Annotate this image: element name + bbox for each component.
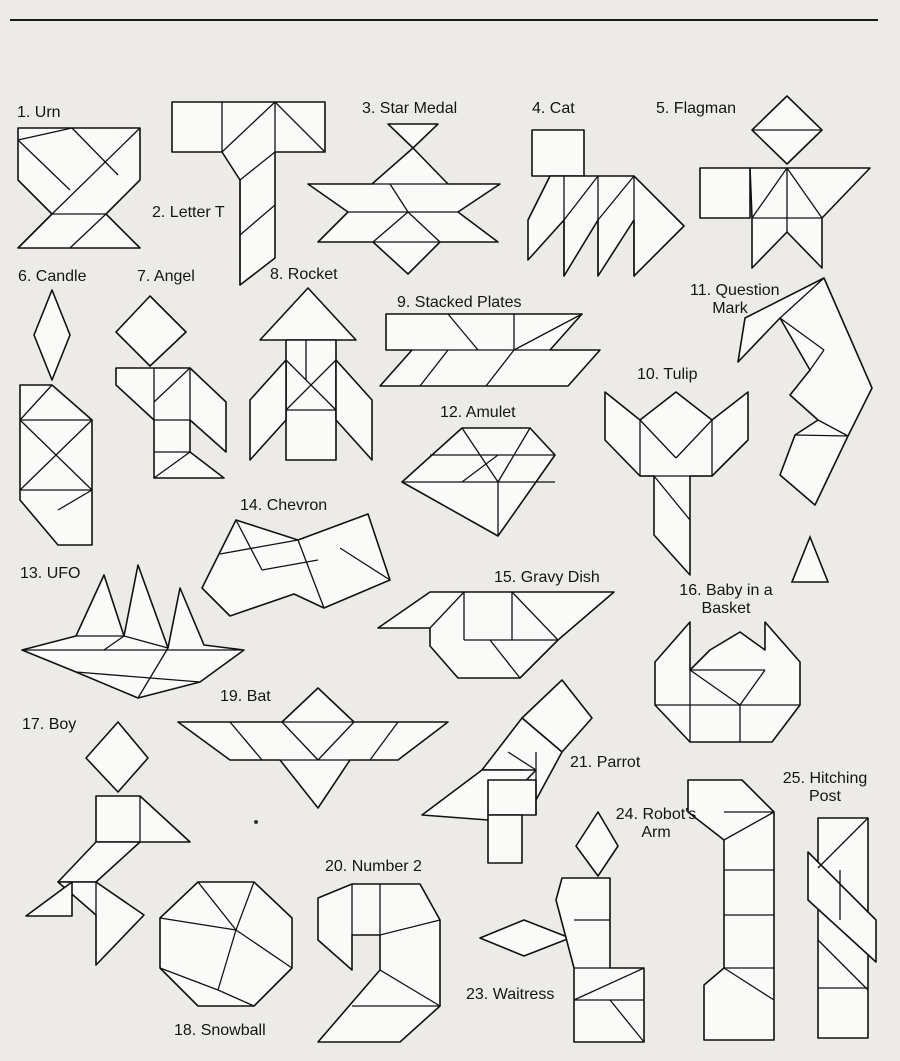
figure-rocket xyxy=(249,287,373,461)
label-snowball: 18. Snowball xyxy=(174,1022,266,1039)
label-tulip: 10. Tulip xyxy=(637,366,698,383)
figure-letter-t xyxy=(171,101,326,286)
figure-tulip-leaf xyxy=(790,534,830,583)
figure-bat xyxy=(177,687,449,809)
figure-hitching-post xyxy=(807,817,877,1039)
figure-robots-arm xyxy=(687,779,775,1041)
label-ufo: 13. UFO xyxy=(20,565,81,582)
figure-waitress xyxy=(479,811,645,1043)
label-robots-arm-line2: Arm xyxy=(641,824,671,841)
label-chevron: 14. Chevron xyxy=(240,497,328,514)
label-amulet: 12. Amulet xyxy=(440,404,516,421)
label-robots-arm: 24. Robot's Arm xyxy=(606,806,706,842)
label-waitress: 23. Waitress xyxy=(466,986,555,1003)
label-question-mark-line2: Mark xyxy=(712,300,748,317)
figure-urn xyxy=(17,127,141,249)
label-flagman: 5. Flagman xyxy=(656,100,737,117)
label-letter-t: 2. Letter T xyxy=(152,204,225,221)
figure-chevron xyxy=(201,513,391,617)
label-stacked-plates: 9. Stacked Plates xyxy=(397,294,522,311)
label-robots-arm-line1: 24. Robot's xyxy=(615,806,697,823)
figure-number-2 xyxy=(317,883,441,1043)
label-boy: 17. Boy xyxy=(22,716,77,733)
figure-star-medal xyxy=(307,123,501,275)
figure-flagman xyxy=(699,95,871,269)
figure-amulet xyxy=(401,427,556,537)
figure-candle xyxy=(19,289,93,546)
label-hitching-post-line1: 25. Hitching xyxy=(782,770,868,787)
label-baby-in-basket: 16. Baby in a Basket xyxy=(666,582,786,618)
label-angel: 7. Angel xyxy=(137,268,195,285)
label-number-2: 20. Number 2 xyxy=(325,858,422,875)
label-star-medal: 3. Star Medal xyxy=(362,100,458,117)
label-question-mark-line1: 11. Question xyxy=(690,282,780,299)
label-bat: 19. Bat xyxy=(220,688,271,705)
label-candle: 6. Candle xyxy=(18,268,87,285)
label-cat: 4. Cat xyxy=(532,100,575,117)
figure-stacked-plates xyxy=(379,313,601,387)
label-baby-in-basket-line2: Basket xyxy=(701,600,751,617)
label-hitching-post: 25. Hitching Post xyxy=(770,770,880,806)
stray-dot xyxy=(254,820,258,824)
figure-tulip xyxy=(604,391,749,576)
label-gravy-dish: 15. Gravy Dish xyxy=(494,569,600,586)
figure-parrot xyxy=(421,679,593,864)
figure-snowball xyxy=(159,881,293,1007)
label-urn: 1. Urn xyxy=(17,104,61,121)
label-hitching-post-line2: Post xyxy=(808,788,841,805)
top-rule xyxy=(10,19,878,21)
label-parrot: 21. Parrot xyxy=(570,754,641,771)
label-rocket: 8. Rocket xyxy=(270,266,338,283)
label-baby-in-basket-line1: 16. Baby in a xyxy=(679,582,773,599)
figure-angel xyxy=(115,295,227,479)
label-question-mark: 11. Question Mark xyxy=(690,282,780,318)
figure-baby-in-basket xyxy=(654,621,801,743)
figure-gravy-dish xyxy=(377,591,615,679)
figure-ufo xyxy=(21,564,245,699)
figure-boy xyxy=(25,721,191,966)
figure-question-mark xyxy=(737,277,873,506)
figure-cat xyxy=(527,129,685,277)
